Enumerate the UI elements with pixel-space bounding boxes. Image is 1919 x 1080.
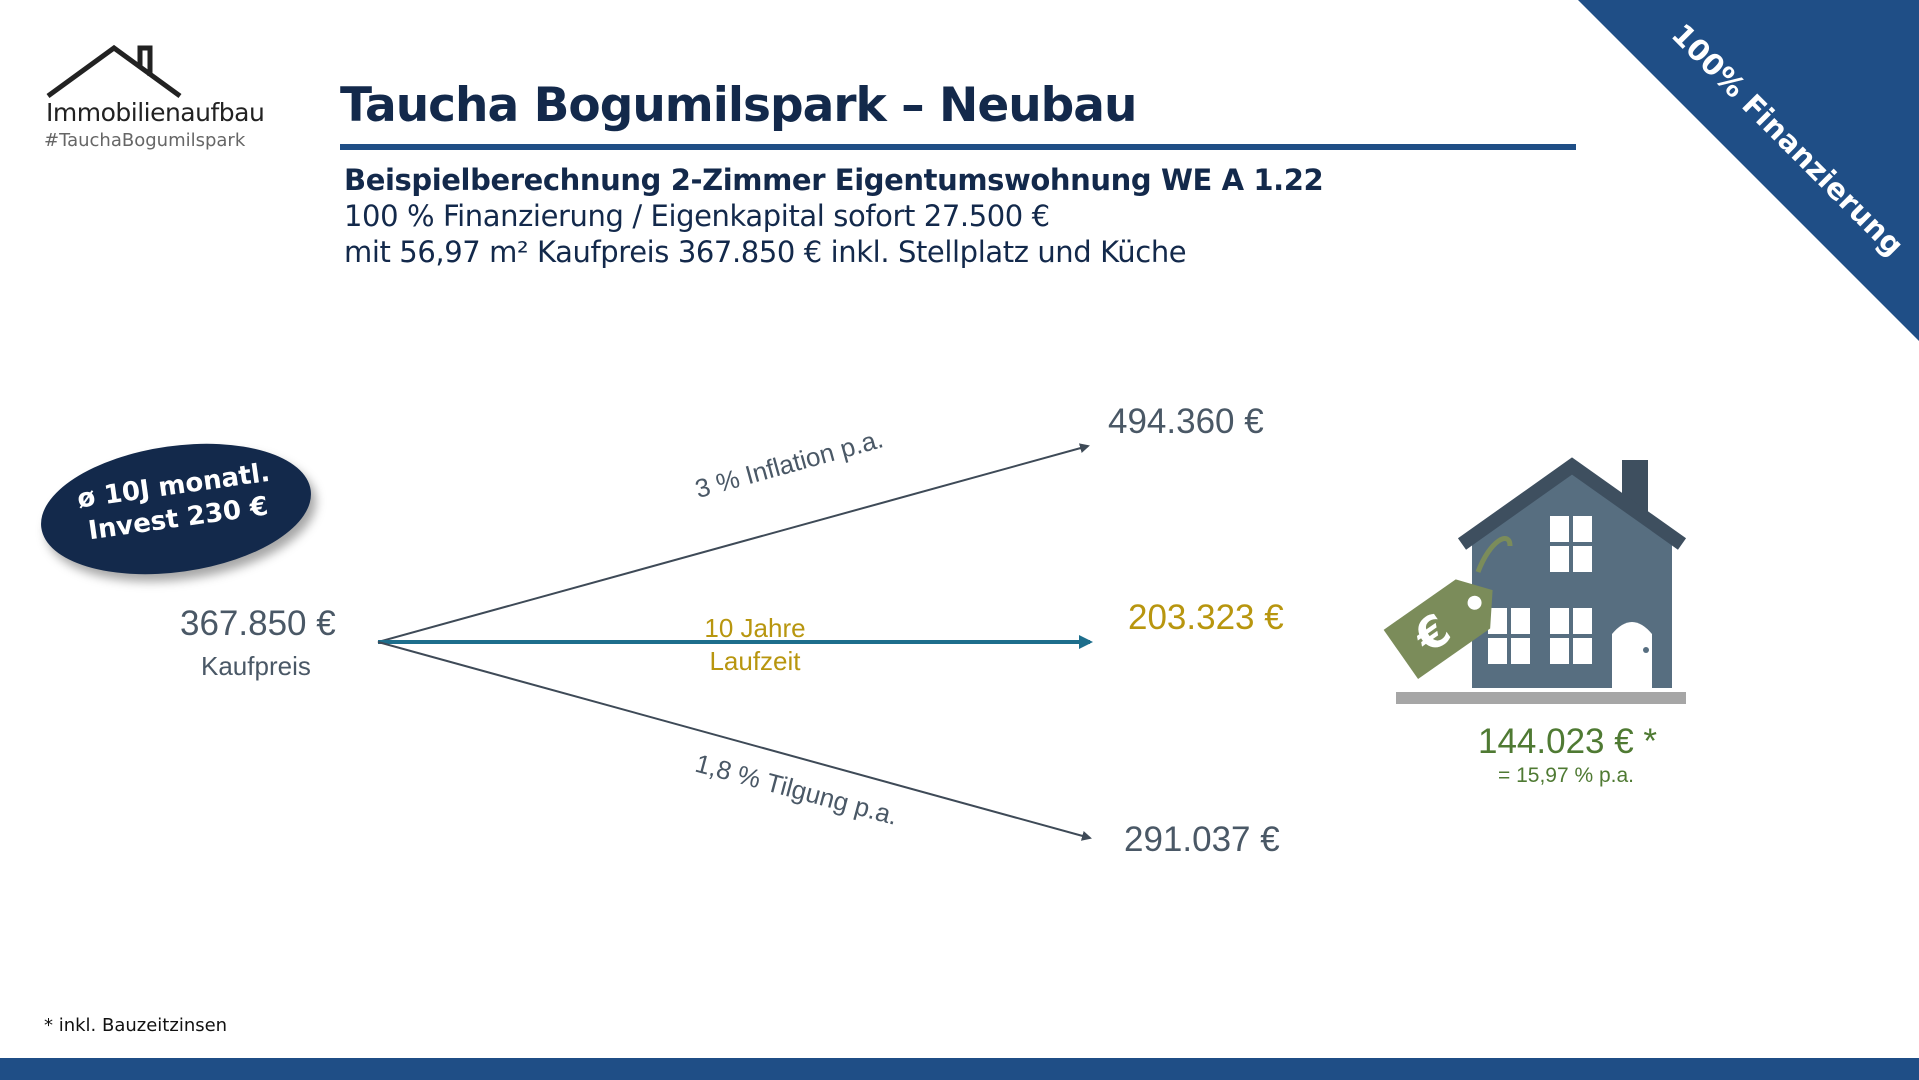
- house-roof-logo-icon: [46, 44, 182, 99]
- gain-percent: = 15,97 % p.a.: [1498, 764, 1635, 787]
- laufzeit-label-line-2: Laufzeit: [709, 646, 801, 676]
- title-divider: [340, 144, 1576, 150]
- house-icon: €: [1383, 457, 1687, 704]
- page-title: Taucha Bogumilspark – Neubau: [340, 78, 1137, 133]
- logo-hashtag: #TauchaBogumilspark: [44, 130, 246, 151]
- footnote: * inkl. Bauzeitzinsen: [44, 1015, 228, 1036]
- gain-value: 144.023 € *: [1478, 722, 1658, 761]
- inflation-value: 494.360 €: [1108, 402, 1264, 441]
- kaufpreis-label: Kaufpreis: [201, 651, 311, 681]
- inflation-arrow: [377, 443, 1090, 643]
- laufzeit-value: 203.323 €: [1128, 598, 1284, 637]
- tilgung-value: 291.037 €: [1124, 820, 1280, 859]
- bottom-bar: [0, 1058, 1919, 1080]
- kaufpreis-value: 367.850 €: [180, 604, 336, 643]
- laufzeit-label: 10 Jahre Laufzeit: [680, 612, 830, 678]
- tilgung-arrow: [377, 641, 1092, 841]
- subtitle-line-3: mit 56,97 m² Kaufpreis 367.850 € inkl. S…: [344, 235, 1187, 269]
- logo: Immobilienaufbau #TauchaBogumilspark: [44, 42, 284, 162]
- subtitle-line-2: 100 % Finanzierung / Eigenkapital sofort…: [344, 199, 1050, 233]
- subtitle-line-1: Beispielberechnung 2-Zimmer Eigentumswoh…: [344, 163, 1324, 197]
- laufzeit-label-line-1: 10 Jahre: [704, 613, 806, 643]
- logo-name: Immobilienaufbau: [46, 98, 265, 127]
